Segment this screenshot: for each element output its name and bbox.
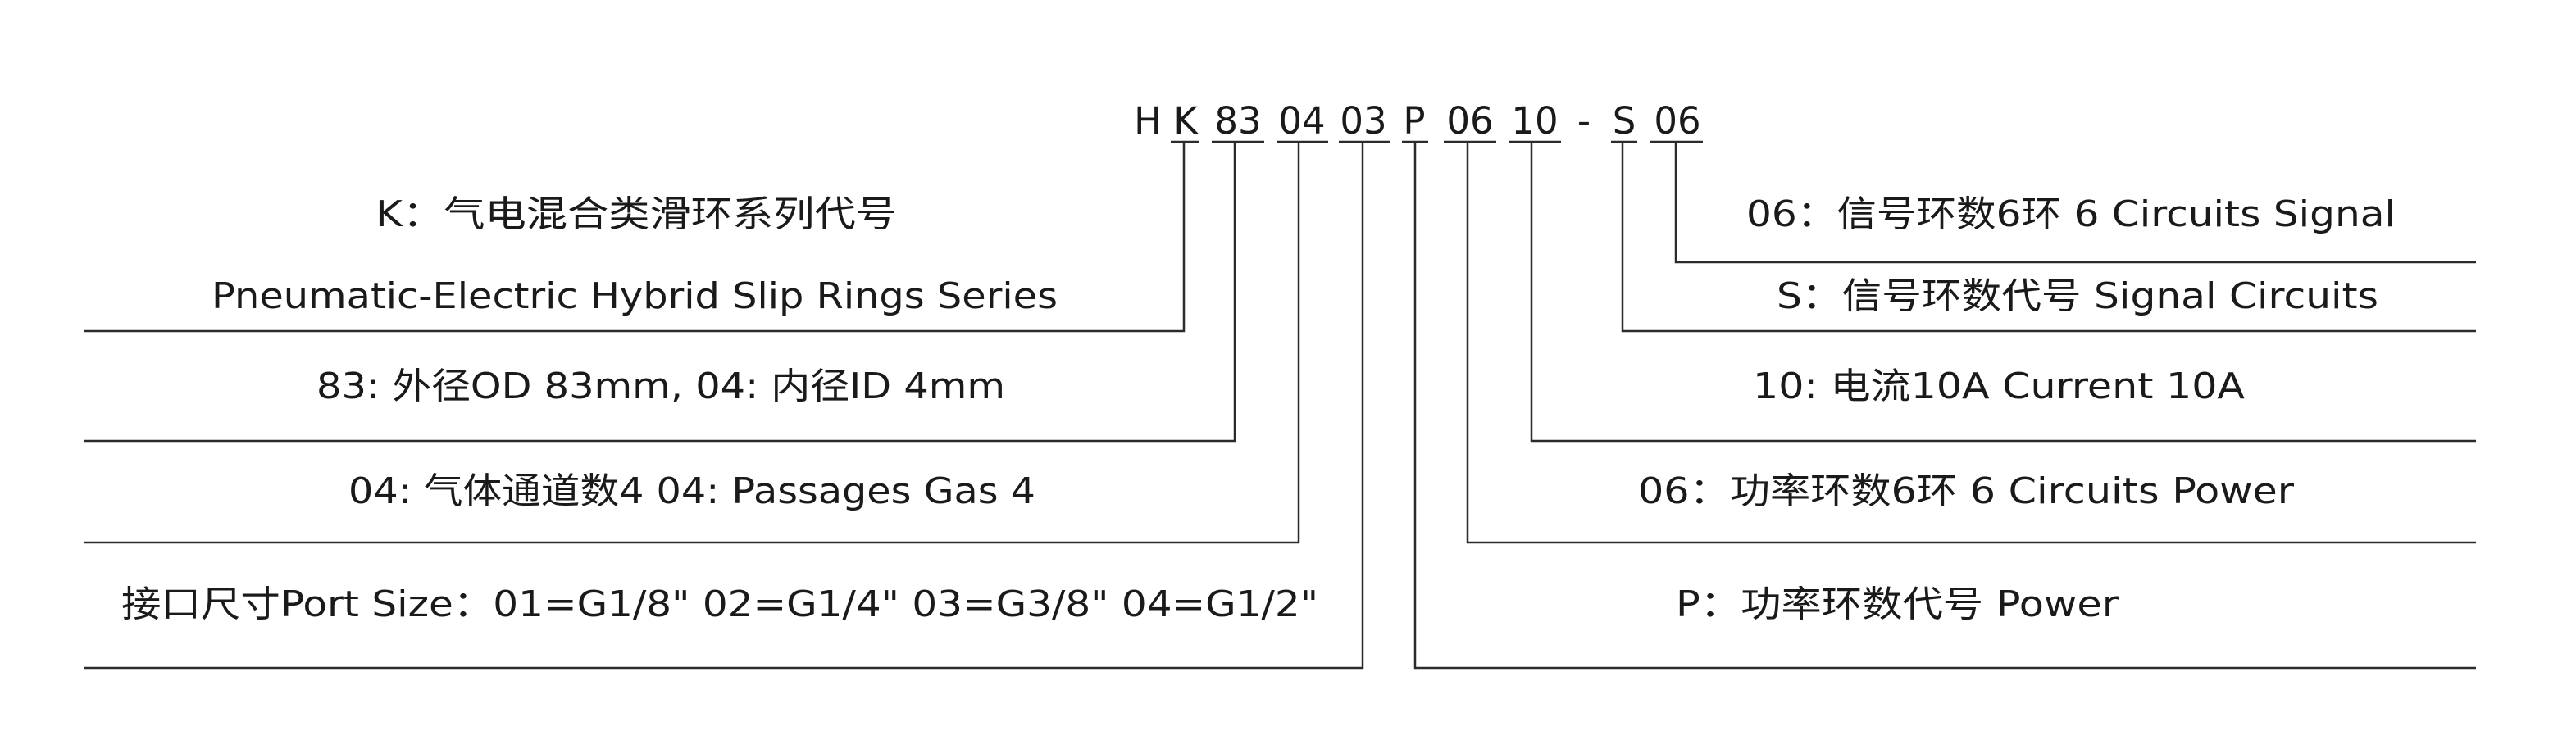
leader-signal-circuits bbox=[1674, 142, 2476, 264]
power-code-label: P：功率环数代号 Power bbox=[1676, 583, 2119, 625]
code-power-06: 06 bbox=[1446, 99, 1493, 143]
code-od-83: 83 bbox=[1214, 99, 1261, 143]
current-label: 10: 电流10A Current 10A bbox=[1753, 365, 2245, 407]
leader-current bbox=[1530, 142, 2476, 443]
leader-gas bbox=[84, 142, 1300, 544]
leader-series bbox=[84, 142, 1186, 333]
left-leader-lines bbox=[84, 142, 1364, 670]
code-power-p: P bbox=[1403, 99, 1425, 143]
code-id-04: 04 bbox=[1278, 99, 1325, 143]
leader-port bbox=[84, 142, 1364, 670]
leader-power-code bbox=[1413, 142, 2476, 670]
code-signal-s: S bbox=[1613, 99, 1636, 143]
code-signal-06: 06 bbox=[1654, 99, 1700, 143]
leader-diameter bbox=[84, 142, 1236, 443]
port-size-label: 接口尺寸Port Size：01=G1/8" 02=G1/4" 03=G3/8"… bbox=[121, 583, 1318, 625]
right-leader-lines bbox=[1413, 142, 2476, 670]
series-en-label: Pneumatic-Electric Hybrid Slip Rings Ser… bbox=[212, 275, 1058, 317]
code-h: H bbox=[1134, 99, 1162, 143]
signal-code-label: S：信号环数代号 Signal Circuits bbox=[1777, 275, 2378, 317]
diameter-label: 83: 外径OD 83mm, 04: 内径ID 4mm bbox=[316, 365, 1005, 407]
code-series-k: K bbox=[1173, 99, 1199, 143]
code-current-10: 10 bbox=[1511, 99, 1558, 143]
series-cn-label: K：气电混合类滑环系列代号 bbox=[375, 193, 897, 235]
code-port-03: 03 bbox=[1340, 99, 1386, 143]
leader-signal-code bbox=[1621, 142, 2476, 333]
leader-power-circuits bbox=[1466, 142, 2476, 544]
code-dash: - bbox=[1577, 99, 1591, 143]
signal-circuits-label: 06：信号环数6环 6 Circuits Signal bbox=[1746, 193, 2396, 235]
right-descriptions: 06：信号环数6环 6 Circuits Signal S：信号环数代号 Sig… bbox=[1638, 193, 2396, 625]
left-descriptions: K：气电混合类滑环系列代号 Pneumatic-Electric Hybrid … bbox=[121, 193, 1318, 625]
model-code: H K 83 04 03 P 06 10 - S 06 bbox=[1134, 99, 1701, 143]
gas-passages-label: 04: 气体通道数4 04: Passages Gas 4 bbox=[348, 470, 1035, 512]
power-circuits-label: 06：功率环数6环 6 Circuits Power bbox=[1638, 470, 2295, 512]
